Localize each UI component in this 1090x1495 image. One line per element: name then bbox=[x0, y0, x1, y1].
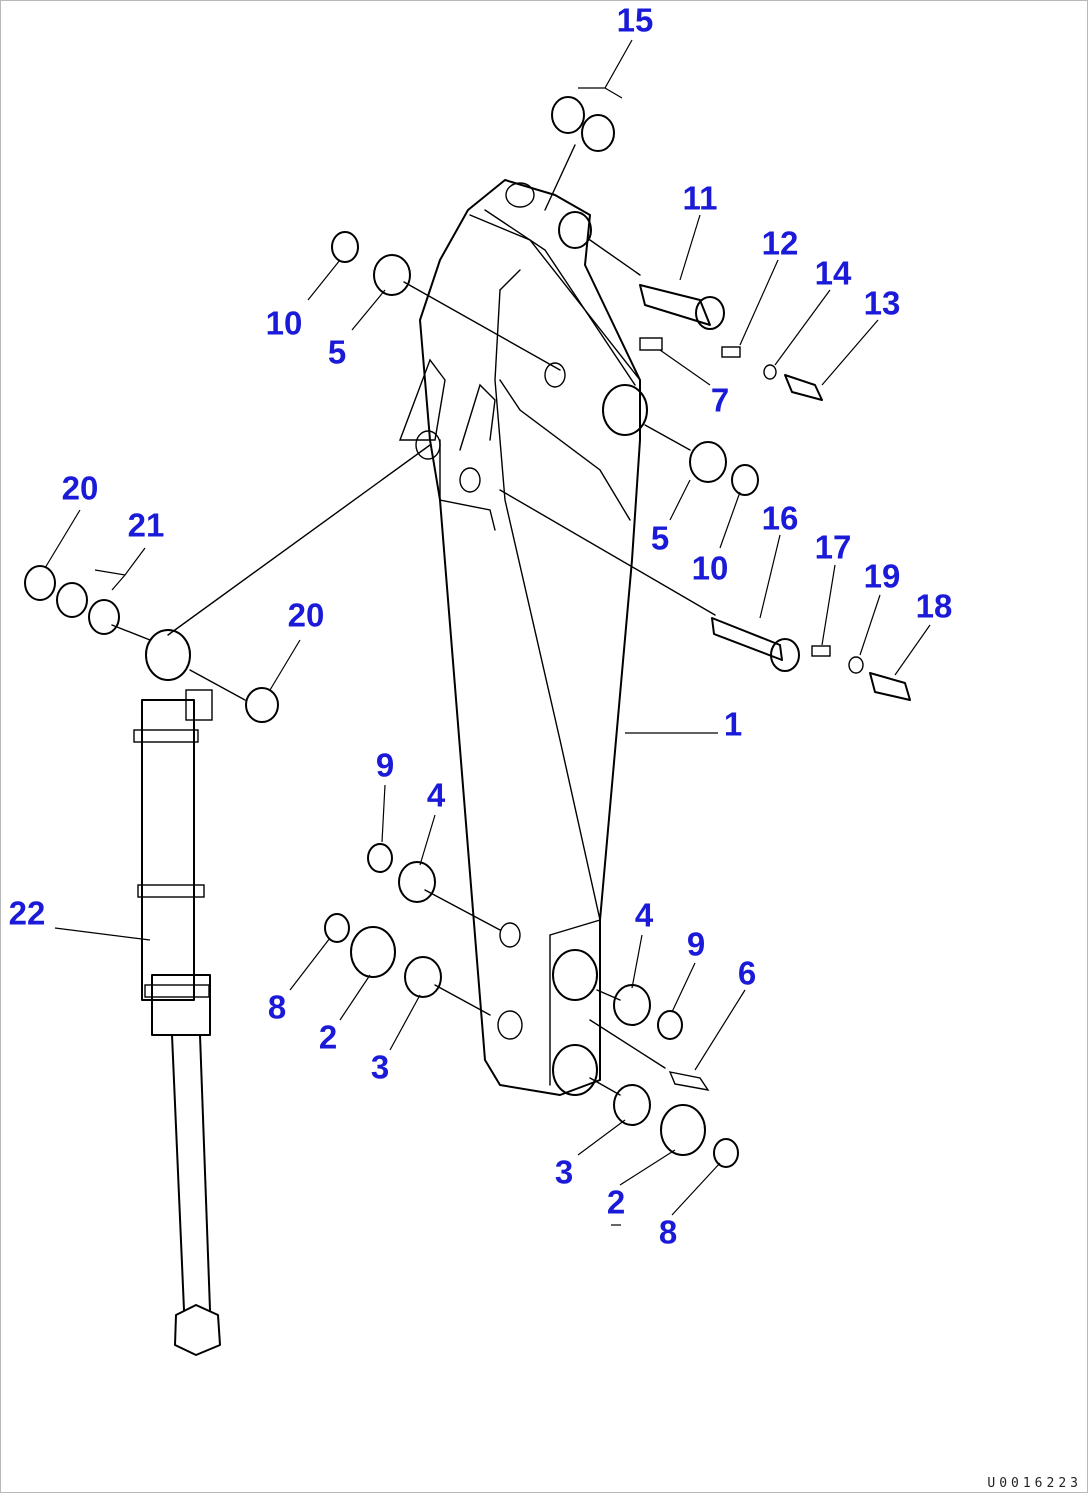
callout-11: 11 bbox=[682, 179, 718, 217]
callout-10: 10 bbox=[691, 549, 729, 587]
callout-9: 9 bbox=[375, 746, 395, 784]
callout-2: 2 bbox=[318, 1018, 338, 1056]
callout-19: 19 bbox=[863, 557, 901, 595]
callout-20: 20 bbox=[287, 596, 325, 634]
callout-3: 3 bbox=[370, 1048, 390, 1086]
hydraulic-cylinder bbox=[133, 629, 221, 1356]
exploded-small-parts bbox=[24, 96, 911, 1168]
callout-12: 12 bbox=[761, 224, 799, 262]
assembly-lines bbox=[111, 144, 716, 1096]
callout-8: 8 bbox=[658, 1213, 678, 1251]
callout-10: 10 bbox=[265, 304, 303, 342]
arm-body bbox=[398, 179, 648, 1096]
callout-20: 20 bbox=[61, 469, 99, 507]
callout-4: 4 bbox=[634, 896, 654, 934]
callout-7: 7 bbox=[710, 381, 730, 419]
callout-9: 9 bbox=[686, 925, 706, 963]
callout-22: 22 bbox=[8, 894, 46, 932]
leader-lines bbox=[44, 39, 931, 1226]
callout-1: 1 bbox=[723, 705, 743, 743]
callout-18: 18 bbox=[915, 587, 953, 625]
callout-6: 6 bbox=[737, 954, 757, 992]
callout-17: 17 bbox=[814, 528, 852, 566]
callout-16: 16 bbox=[761, 499, 799, 537]
callout-5: 5 bbox=[327, 333, 347, 371]
callout-3: 3 bbox=[554, 1153, 574, 1191]
callout-2: 2 bbox=[606, 1183, 626, 1221]
callout-15: 15 bbox=[616, 1, 654, 39]
callout-5: 5 bbox=[650, 519, 670, 557]
callout-13: 13 bbox=[863, 284, 901, 322]
callout-21: 21 bbox=[127, 506, 165, 544]
callout-14: 14 bbox=[814, 254, 852, 292]
callout-8: 8 bbox=[267, 988, 287, 1026]
callout-4: 4 bbox=[426, 776, 446, 814]
drawing-code: U0016223 bbox=[987, 1476, 1082, 1491]
